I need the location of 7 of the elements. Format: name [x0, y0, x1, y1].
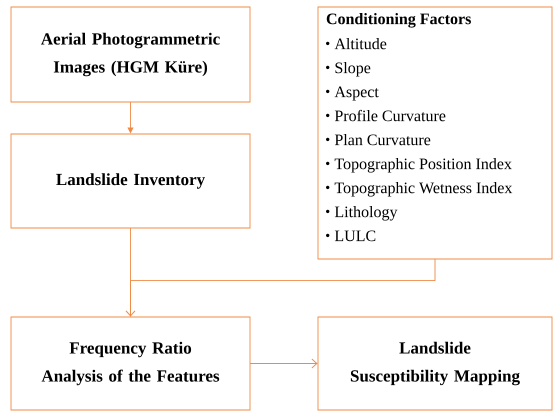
- process-box: Frequency Ratio Analysis of the Features: [10, 316, 250, 410]
- arrow: [250, 358, 318, 368]
- arrow: [126, 259, 436, 317]
- process-box: Aerial Photogrammetric Images (HGM Küre): [10, 6, 250, 102]
- process-box: Landslide Inventory: [10, 134, 250, 228]
- factor-list-box: Conditioning Factors Altitude Slope Aspect Profile Curvature Plan Curvature Topographic Position Index Topographic Wetness Index Lithology LULC: [318, 6, 552, 260]
- process-box: Landslide Susceptibility Mapping: [318, 316, 552, 410]
